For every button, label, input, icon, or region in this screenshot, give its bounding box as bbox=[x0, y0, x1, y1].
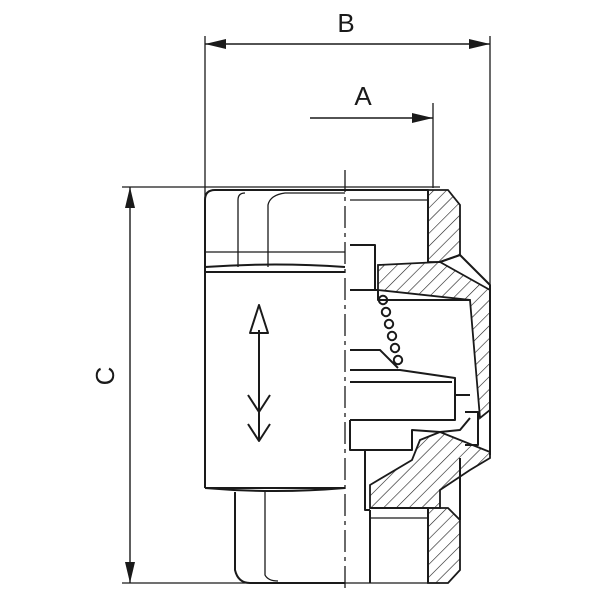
top-hex-nut-outline bbox=[204, 189, 345, 267]
spring-coil bbox=[380, 306, 392, 318]
flow-arrow-head bbox=[249, 304, 269, 334]
valve-exterior-view bbox=[204, 189, 346, 584]
top-hex-facet-left bbox=[237, 192, 246, 267]
lower-inner-wall bbox=[364, 450, 370, 511]
upper-port-bore bbox=[345, 189, 429, 262]
o-ring-groove bbox=[465, 411, 479, 446]
bottom-hex-outline bbox=[234, 492, 345, 584]
dimension-a-arrow bbox=[412, 113, 433, 123]
bottom-hex-facet bbox=[264, 492, 279, 582]
lower-port-wall-section bbox=[427, 507, 461, 584]
bottom-hex-upper-edge bbox=[204, 487, 346, 492]
upper-port-wall-section bbox=[427, 189, 461, 263]
dimension-c-arrow-top bbox=[125, 187, 135, 208]
dimension-b-arrow-right bbox=[469, 39, 490, 49]
lower-port-bore bbox=[370, 507, 429, 583]
valve-guide bbox=[350, 244, 376, 291]
flow-direction-arrow-icon bbox=[247, 304, 271, 442]
spring-coil bbox=[389, 342, 401, 354]
dimension-c-arrow-bottom bbox=[125, 562, 135, 583]
spring-coil bbox=[383, 318, 395, 330]
spring-coil bbox=[392, 354, 404, 366]
dimension-c-label: C bbox=[90, 367, 120, 386]
upper-body-wall-section bbox=[377, 261, 491, 420]
valve-seat-edge bbox=[350, 289, 470, 301]
dimension-a: A bbox=[310, 81, 434, 188]
lower-body-wall-section bbox=[369, 431, 491, 509]
valve-cross-section bbox=[345, 189, 491, 584]
spring-coil bbox=[377, 294, 389, 306]
lower-seat-ring bbox=[349, 417, 471, 451]
spring-coil bbox=[386, 330, 398, 342]
spring-coils bbox=[377, 294, 404, 366]
dimension-b-arrow-left bbox=[205, 39, 226, 49]
dimension-b-label: B bbox=[337, 8, 354, 38]
valve-disc bbox=[350, 369, 456, 421]
spring-cone bbox=[350, 349, 399, 369]
top-hex-facet-right bbox=[267, 192, 345, 267]
body-outer-profile bbox=[439, 254, 491, 455]
dimension-a-label: A bbox=[354, 81, 372, 111]
top-hex-lower-edge bbox=[204, 263, 346, 268]
